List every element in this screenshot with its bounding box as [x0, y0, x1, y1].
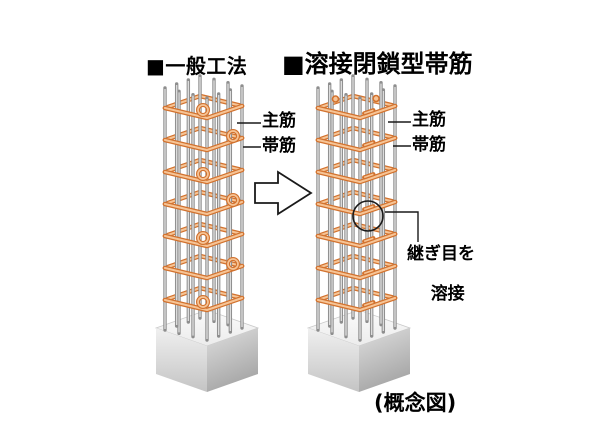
concrete-base-left [154, 309, 260, 392]
weld-joint-highlight [363, 205, 374, 211]
weld-joint-highlight [363, 173, 374, 179]
leader-line-weld-note [385, 211, 419, 242]
weld-joint-top [331, 95, 340, 103]
base-right-face [359, 328, 410, 392]
hoop-front-highlight [316, 200, 397, 216]
hoop-front-highlight [163, 168, 244, 184]
hoop-front-highlight [316, 264, 397, 280]
annotations [237, 121, 419, 242]
weld-joint-highlight [363, 269, 374, 275]
base-left-face [308, 328, 359, 392]
weld-joint-top [372, 94, 380, 103]
label-main-rebar-left: 主筋 [262, 111, 296, 131]
hoop-hook-highlight [197, 104, 209, 116]
hoop-hook-highlight [197, 232, 209, 244]
hoop-front-highlight [163, 296, 244, 312]
title-general-method: ■一般工法 [146, 54, 248, 78]
rebar-cage-welded-method [315, 74, 398, 342]
title-welded-method: ■溶接閉鎖型帯筋 [282, 50, 473, 78]
label-hoop-rebar-left: 帯筋 [262, 136, 296, 156]
hoop-front-highlight [316, 168, 397, 184]
hoop-front-highlight [163, 232, 244, 248]
hoop-hook-highlight [227, 194, 239, 206]
label-hoop-rebar-right: 帯筋 [412, 135, 446, 155]
weld-joint-circle [352, 200, 384, 232]
hoop-front-highlight [316, 136, 397, 152]
hoop-front-highlight [316, 296, 397, 312]
label-main-rebar-right: 主筋 [412, 110, 446, 130]
hoop-front-highlight [163, 104, 244, 120]
weld-joint-highlight [363, 109, 374, 115]
hoop-front-highlight [316, 104, 397, 120]
weld-joint-highlight [363, 141, 374, 147]
label-weld-joint: 継ぎ目を 溶接 [407, 244, 475, 304]
weld-joint-highlight [363, 237, 374, 243]
hoop-hook-highlight [197, 296, 209, 308]
weld-note-line1: 継ぎ目を [407, 244, 475, 264]
hoop-hook-highlight [197, 168, 209, 180]
transform-arrow [254, 170, 313, 216]
hoop-hook-highlight [227, 130, 239, 142]
base-right-face [207, 328, 258, 392]
rebar-cage-general-method [162, 74, 245, 342]
weld-joint-highlight [363, 301, 374, 307]
hoop-hook-highlight [227, 258, 239, 270]
caption-concept-figure: (概念図) [374, 391, 457, 415]
base-left-face [156, 328, 207, 392]
hoop-front-highlight [316, 232, 397, 248]
weld-note-line2: 溶接 [430, 284, 465, 305]
